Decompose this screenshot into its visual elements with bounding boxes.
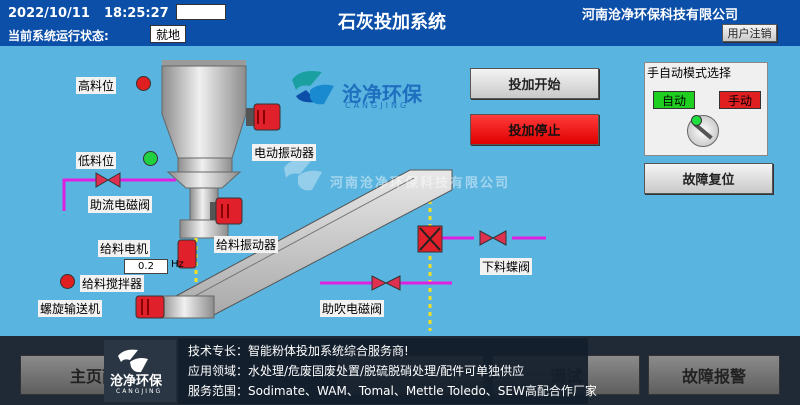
feed-motor-icon[interactable] (177, 239, 197, 269)
blow-valve-label: 助吹电磁阀 (320, 300, 385, 317)
high-level-lamp (136, 76, 151, 91)
logo-brand: 沧净环保 (342, 82, 422, 106)
discharge-valve-label: 下料蝶阀 (480, 258, 533, 275)
logo-brand-en: CANGJING (345, 101, 410, 110)
discharge-valve-icon[interactable] (479, 230, 507, 246)
logo-emblem-icon (292, 71, 334, 105)
status-label: 当前系统运行状态: (8, 29, 109, 43)
motor-frequency-unit: Hz (171, 259, 184, 270)
start-dosing-button[interactable]: 投加开始 (470, 68, 599, 99)
time-text: 18:25:27 (104, 6, 169, 21)
nav-fault-alarm-button[interactable]: 故障报警 (648, 355, 780, 395)
date-text: 2022/10/11 (8, 6, 90, 21)
feed-stirrer-label: 给料搅拌器 (80, 275, 145, 292)
info-line-applications: 应用领域：水处理/危废固废处置/脱硫脱硝处理/配件可单独供应 (188, 364, 525, 378)
company-name: 河南沧净环保科技有限公司 (582, 8, 739, 23)
watermark-emblem-icon (284, 159, 322, 191)
footer-logo-brand: 沧净环保 (110, 374, 163, 389)
logout-button[interactable]: 用户注销 (722, 24, 777, 42)
electric-vibrator-icon[interactable] (246, 103, 281, 131)
process-diagram (62, 60, 546, 331)
stop-dosing-button[interactable]: 投加停止 (470, 114, 599, 145)
mode-panel: 手自动模式选择 自动 手动 (644, 62, 768, 156)
info-line-service: 服务范围：Sodimate、WAM、Tomal、Mettle Toledo、SE… (188, 384, 597, 398)
assist-pipe-left (62, 178, 96, 211)
butterfly-valve-icon[interactable] (417, 225, 443, 253)
blow-valve-icon[interactable] (371, 275, 401, 291)
status-value: 就地 (150, 25, 186, 43)
screw-motor-icon[interactable] (135, 295, 165, 319)
footer-logo-brand-en: CANGJING (116, 388, 163, 395)
screw-conveyor-body (159, 295, 215, 319)
page-title: 石灰投加系统 (338, 12, 446, 33)
low-level-label: 低料位 (76, 152, 117, 169)
fault-reset-button[interactable]: 故障复位 (644, 163, 773, 194)
feed-vibrator-icon[interactable] (210, 197, 243, 225)
blank-display (176, 4, 226, 20)
watermark-text: 河南沧净环保科技有限公司 (330, 176, 511, 191)
manual-mode-indicator[interactable]: 手动 (719, 91, 761, 109)
low-level-lamp (143, 151, 158, 166)
mode-panel-title: 手自动模式选择 (647, 66, 732, 80)
assist-valve-icon[interactable] (95, 172, 121, 188)
header-bar: 2022/10/11 18:25:27 当前系统运行状态: 就地 石灰投加系统 … (0, 0, 800, 46)
footer-logo-icon (118, 349, 148, 373)
feed-motor-label: 给料电机 (98, 240, 151, 257)
high-level-label: 高料位 (76, 77, 117, 94)
auto-mode-indicator[interactable]: 自动 (653, 91, 695, 109)
info-overlay (178, 338, 588, 404)
motor-frequency-value: 0.2 (124, 259, 168, 274)
mode-selector-lamp (691, 115, 702, 126)
footer-logo-box: 沧净环保 CANGJING (104, 340, 176, 402)
info-line-expertise: 技术专长：智能粉体投加系统综合服务商! (188, 344, 409, 358)
stirrer-lamp (60, 274, 75, 289)
electric-vibrator-label: 电动振动器 (252, 144, 317, 161)
assist-valve-label: 助流电磁阀 (88, 196, 153, 213)
feed-vibrator-label: 给料振动器 (214, 236, 279, 253)
screw-conveyor-label: 螺旋输送机 (38, 300, 103, 317)
